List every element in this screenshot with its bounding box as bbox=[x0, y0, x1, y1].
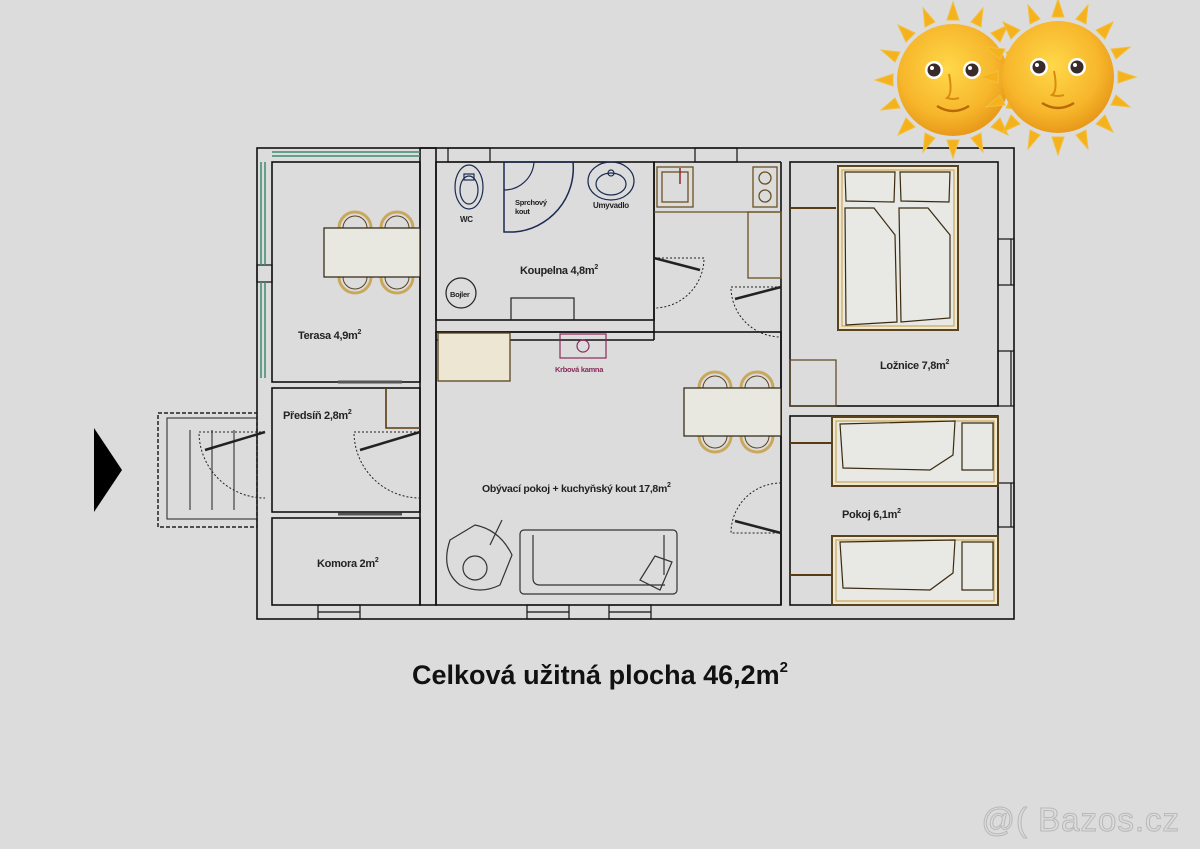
windows bbox=[256, 147, 1015, 620]
room-label-loznice: Ložnice 7,8m2 bbox=[880, 359, 950, 372]
terrace-dining-set bbox=[323, 210, 421, 295]
fixture-label-boiler: Bojler bbox=[450, 290, 470, 299]
room-label-terasa: Terasa 4,9m2 bbox=[298, 329, 362, 342]
sofa bbox=[519, 529, 678, 595]
room-label-predsin: Předsíň 2,8m2 bbox=[283, 409, 352, 422]
room-label-obyvaci: Obývací pokoj + kuchyňský kout 17,8m2 bbox=[482, 482, 671, 495]
fixture-label-wc: WC bbox=[460, 215, 473, 224]
fixture-label-stove: Krbová kamna bbox=[555, 365, 604, 374]
armchair bbox=[446, 519, 513, 591]
sun-with-face-icon bbox=[978, 0, 1138, 157]
fixture-label-sink: Umyvadlo bbox=[593, 201, 629, 210]
watermark: @( Bazos.cz bbox=[981, 801, 1180, 839]
stove-icon bbox=[559, 333, 607, 359]
total-area-summary: Celková užitná plocha 46,2m2 bbox=[412, 659, 788, 690]
room-label-koupelna: Koupelna 4,8m2 bbox=[520, 264, 598, 277]
bathroom-fixtures bbox=[445, 161, 635, 321]
doors bbox=[198, 256, 782, 535]
double-bed bbox=[789, 165, 959, 407]
living-dining-set bbox=[683, 370, 782, 454]
entrance-arrow-icon bbox=[94, 428, 122, 512]
single-beds bbox=[790, 416, 999, 606]
room-label-pokoj: Pokoj 6,1m2 bbox=[842, 508, 901, 521]
kitchen-counter bbox=[437, 166, 782, 382]
room-label-komora: Komora 2m2 bbox=[317, 557, 379, 570]
entrance-steps bbox=[157, 412, 258, 528]
terrace-glass bbox=[260, 151, 420, 378]
